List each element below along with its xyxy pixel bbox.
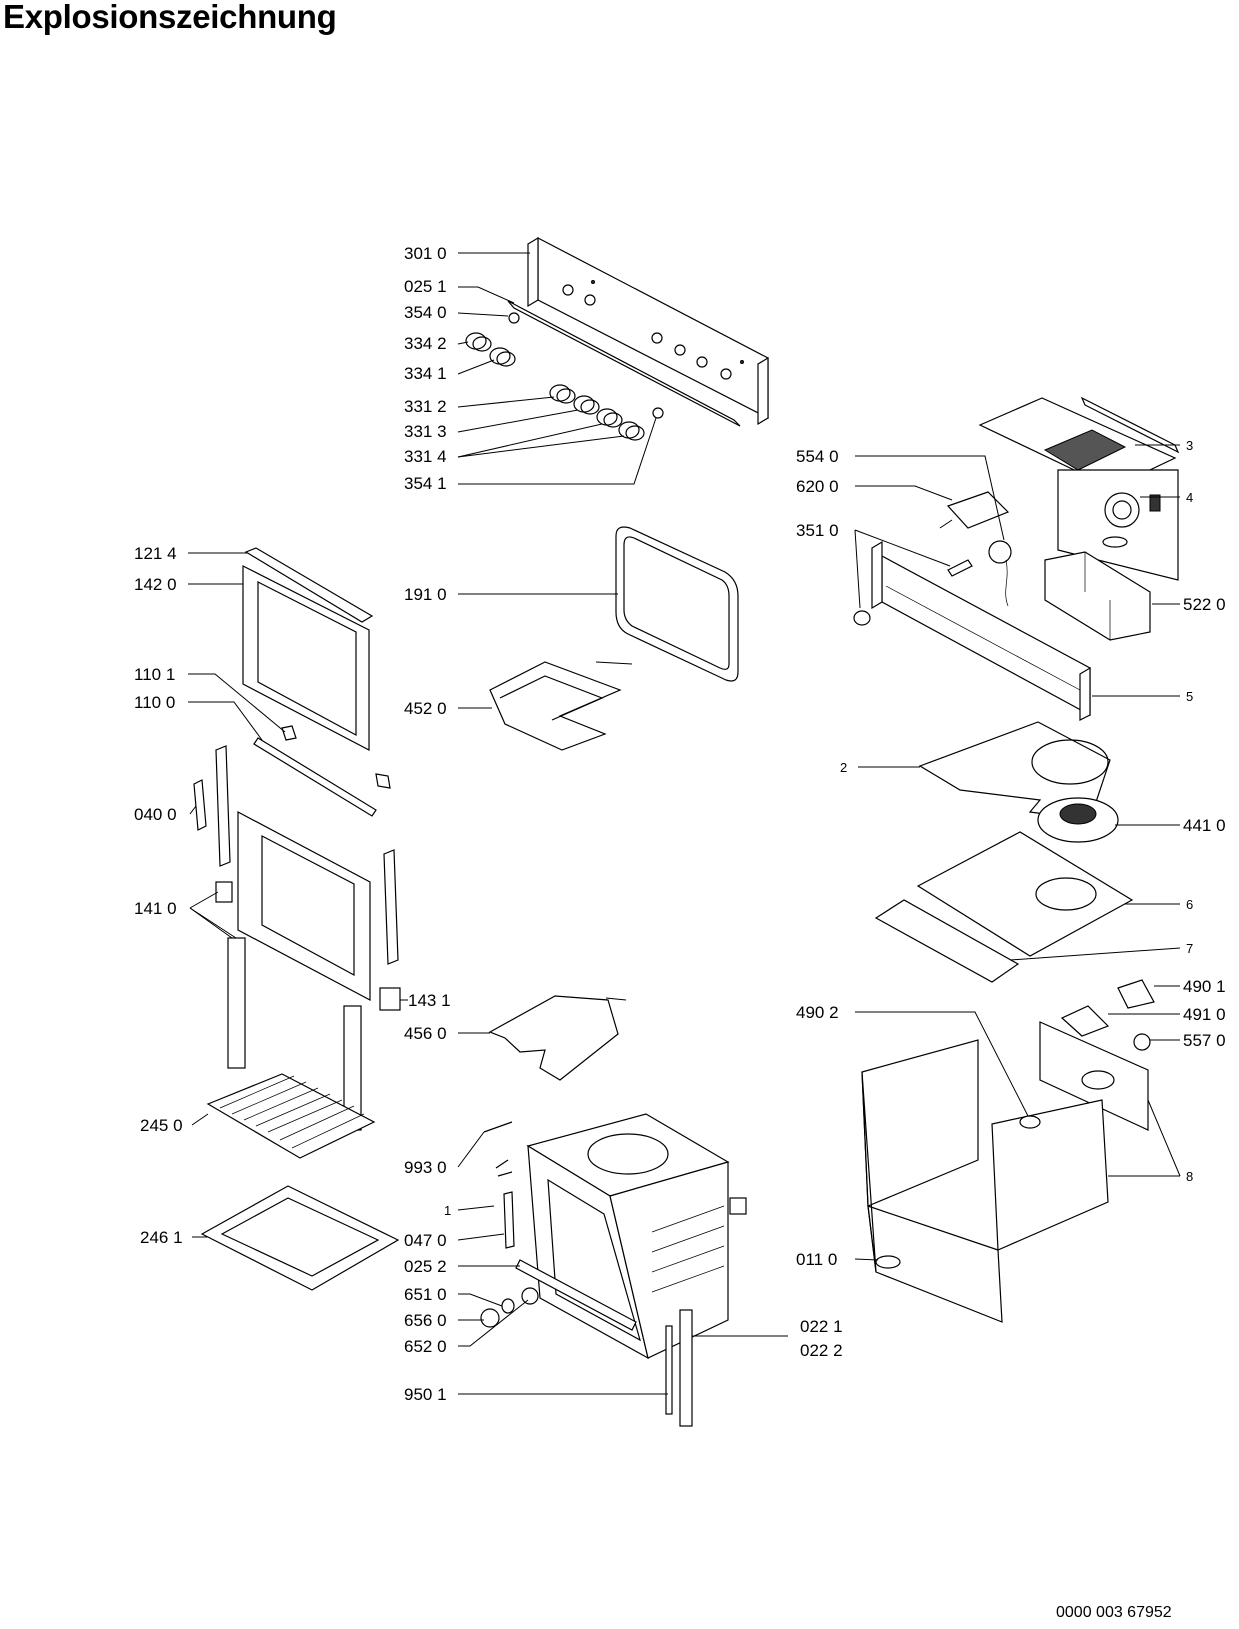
top-cover-plate [978, 396, 1180, 489]
label-331-2: 331 2 [404, 397, 447, 416]
label-4: 4 [1186, 490, 1193, 505]
screw-993-0 [483, 1121, 513, 1133]
switch-620-0 [939, 491, 1010, 529]
label-022-1: 022 1 [800, 1317, 843, 1336]
label-8: 8 [1186, 1169, 1193, 1184]
label-331-3: 331 3 [404, 422, 447, 441]
knob-331-3 [573, 395, 600, 415]
label-354-0: 354 0 [404, 303, 447, 322]
label-047-0: 047 0 [404, 1231, 447, 1250]
connector-490-1 [1117, 979, 1155, 1009]
label-491-0: 491 0 [1183, 1005, 1226, 1024]
label-651-0: 651 0 [404, 1285, 447, 1304]
label-245-0: 245 0 [140, 1116, 183, 1135]
baking-tray-246-1 [200, 1185, 400, 1291]
side-rail-950-1 [665, 1325, 673, 1415]
hinge-040-0 [193, 745, 231, 867]
baffle-plate-6 [916, 831, 1134, 957]
label-656-0: 656 0 [404, 1311, 447, 1330]
label-334-1: 334 1 [404, 364, 447, 383]
label-652-0: 652 0 [404, 1337, 447, 1356]
lower-heater-456-0 [488, 995, 627, 1081]
inner-door-glass-141-0 [215, 811, 399, 1001]
label-522-0: 522 0 [1183, 595, 1226, 614]
guide-047-0 [503, 1191, 515, 1249]
label-5: 5 [1186, 689, 1193, 704]
document-number: 0000 003 67952 [1056, 1604, 1172, 1621]
label-301-0: 301 0 [404, 244, 447, 263]
side-runner-022 [679, 1309, 693, 1427]
label-490-2: 490 2 [796, 1003, 839, 1022]
oven-cavity [526, 1113, 747, 1360]
grommet-490-2 [1019, 1115, 1041, 1129]
label-110-0: 110 0 [134, 693, 175, 712]
label-490-1: 490 1 [1183, 977, 1226, 996]
part-labels: 301 0 025 1 354 0 334 2 334 1 331 2 331 … [134, 244, 1226, 1404]
wire-rack-245-0 [206, 1073, 376, 1159]
label-452-0: 452 0 [404, 699, 447, 718]
knob-331-4b [618, 421, 645, 441]
label-950-1: 950 1 [404, 1385, 447, 1404]
label-121-4: 121 4 [134, 544, 177, 563]
fascia-trim-strip [507, 300, 741, 427]
label-191-0: 191 0 [404, 585, 447, 604]
door-top-trim-121-4 [244, 547, 374, 623]
label-331-4: 331 4 [404, 447, 447, 466]
lamp-assembly-651-0 [480, 1287, 539, 1328]
label-1: 1 [444, 1203, 451, 1218]
label-993-0: 993 0 [404, 1158, 447, 1177]
outer-door-glass-142-0 [242, 565, 370, 751]
leader-lines [188, 252, 1181, 1395]
label-110-1: 110 1 [134, 665, 175, 684]
indicator-lens-354-0 [508, 312, 520, 324]
relay-module-522-0 [1044, 551, 1151, 641]
label-354-1: 354 1 [404, 474, 447, 493]
knob-334-2 [465, 332, 492, 352]
label-3: 3 [1186, 438, 1193, 453]
grill-heater-452-0 [489, 661, 633, 751]
label-334-2: 334 2 [404, 334, 447, 353]
door-hinge-bar-110-0 [253, 725, 391, 817]
knob-331-4a [596, 408, 623, 428]
control-panel-fascia [527, 236, 769, 426]
label-025-2: 025 2 [404, 1257, 447, 1276]
label-441-0: 441 0 [1183, 816, 1226, 835]
switch-shaft-351-0 [853, 559, 973, 626]
label-2: 2 [840, 760, 847, 775]
fan-motor-441-0 [1037, 797, 1119, 843]
label-246-1: 246 1 [140, 1228, 183, 1247]
label-143-1: 143 1 [408, 991, 451, 1010]
label-141-0: 141 0 [134, 899, 177, 918]
knob-334-1 [489, 347, 516, 367]
label-025-1: 025 1 [404, 277, 447, 296]
front-trim-025-2 [515, 1259, 637, 1331]
page-title: Explosionszeichnung [3, 0, 337, 35]
hinge-cover-143-1 [379, 987, 401, 1011]
label-011-0: 011 0 [796, 1250, 837, 1269]
label-142-0: 142 0 [134, 575, 177, 594]
knob-331-2 [549, 384, 576, 404]
label-6: 6 [1186, 897, 1193, 912]
indicator-lens-354-1 [652, 407, 664, 419]
door-seal-strip-left [227, 937, 246, 1069]
label-022-2: 022 2 [800, 1341, 843, 1360]
front-strip-7 [874, 899, 1020, 983]
label-7: 7 [1186, 941, 1193, 956]
label-554-0: 554 0 [796, 447, 839, 466]
cable-clip-557-0 [1133, 1033, 1151, 1051]
label-620-0: 620 0 [796, 477, 839, 496]
clip-1 [495, 1159, 513, 1177]
label-456-0: 456 0 [404, 1024, 447, 1043]
outer-casing-8 [861, 1021, 1149, 1323]
foot-011-0 [875, 1255, 901, 1269]
label-557-0: 557 0 [1183, 1031, 1226, 1050]
control-frame-5 [871, 540, 1091, 721]
label-040-0: 040 0 [134, 805, 177, 824]
label-351-0: 351 0 [796, 521, 839, 540]
door-gasket-191-0 [615, 526, 739, 682]
terminal-block-491-0 [1060, 1005, 1110, 1037]
thermostat-554-0 [988, 540, 1012, 607]
